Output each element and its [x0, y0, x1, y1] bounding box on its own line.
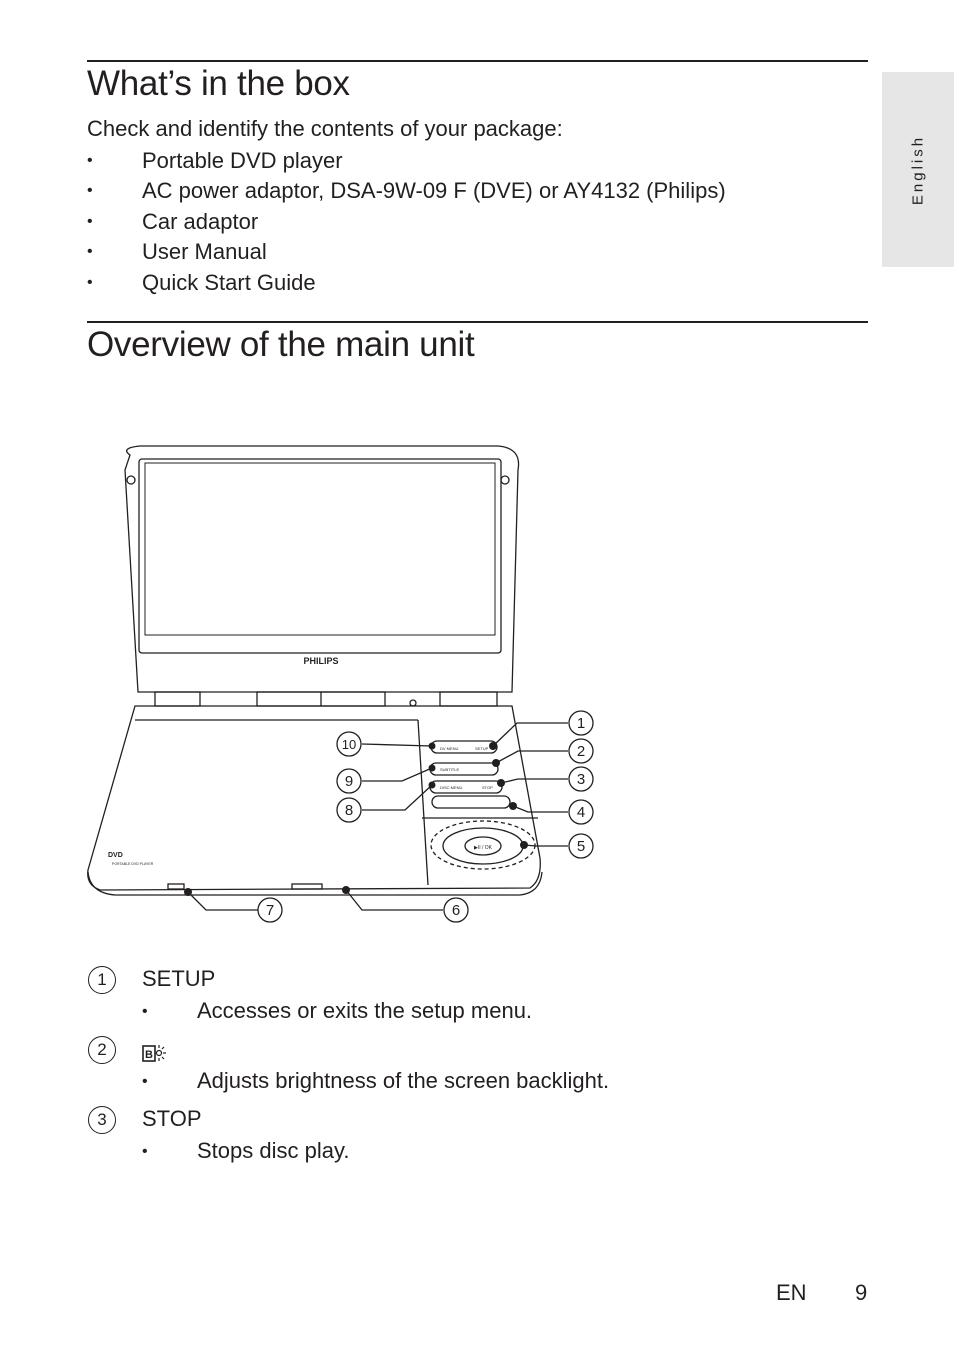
brightness-icon: B — [142, 1045, 166, 1062]
lid-outline — [124, 445, 520, 693]
callout-9: 9 — [345, 773, 353, 790]
list-item: •Car adaptor — [87, 208, 259, 234]
list-item: •User Manual — [87, 239, 267, 265]
base-outline — [87, 705, 541, 891]
screw-icon — [126, 475, 136, 485]
svg-text:DV MENU: DV MENU — [440, 746, 459, 751]
list-item: •Portable DVD player — [87, 148, 343, 173]
callout-3: 3 — [577, 771, 585, 788]
box-contents-list: •Portable DVD player •AC power adaptor, … — [87, 146, 726, 298]
callout-4: 4 — [577, 804, 585, 821]
callout-8: 8 — [345, 802, 353, 819]
svg-text:PORTABLE DVD PLAYER: PORTABLE DVD PLAYER — [112, 862, 154, 866]
svg-text:DISC MENU: DISC MENU — [440, 785, 463, 790]
callout-5: 5 — [577, 838, 585, 855]
item-title: STOP — [142, 1106, 202, 1131]
svg-text:SUBTITLE: SUBTITLE — [440, 767, 459, 772]
svg-text:▶II / OK: ▶II / OK — [474, 845, 493, 851]
nav-pad-ring — [430, 820, 536, 870]
section-title-box: What’s in the box — [87, 64, 350, 103]
item-desc: •Adjusts brightness of the screen backli… — [142, 1068, 610, 1093]
svg-text:SETUP: SETUP — [475, 746, 489, 751]
item-number: 2 — [88, 1036, 116, 1064]
section-title-overview: Overview of the main unit — [87, 325, 475, 364]
callout-10: 10 — [342, 737, 356, 752]
footer-lang: EN — [776, 1280, 807, 1305]
play-ok-button — [464, 836, 502, 856]
section-rule — [87, 321, 868, 323]
language-tab-label: English — [909, 134, 927, 205]
item-desc: •Accesses or exits the setup menu. — [142, 998, 533, 1023]
callout-6: 6 — [452, 902, 460, 919]
callout-2: 2 — [577, 743, 585, 760]
page-number: 9 — [855, 1280, 868, 1305]
section-rule — [87, 60, 868, 62]
callout-1: 1 — [577, 715, 585, 732]
list-item: •AC power adaptor, DSA-9W-09 F (DVE) or … — [87, 178, 726, 204]
callout-7: 7 — [266, 902, 274, 919]
skip-row-button — [431, 795, 511, 809]
screen — [144, 462, 496, 636]
box-intro: Check and identify the contents of your … — [87, 116, 563, 141]
list-item: •Quick Start Guide — [87, 269, 316, 295]
svg-text:STOP: STOP — [482, 785, 493, 790]
screen-frame — [138, 458, 502, 654]
svg-text:B: B — [145, 1049, 153, 1061]
screw-icon — [500, 475, 510, 485]
dvd-logo: DVD — [108, 852, 123, 859]
item-title: SETUP — [142, 966, 216, 991]
item-number: 3 — [88, 1106, 116, 1134]
item-number: 1 — [88, 966, 116, 994]
item-desc: •Stops disc play. — [142, 1138, 350, 1163]
dvd-player-diagram: PHILIPS DV MENU SETUP SUBTITLE DISC MENU… — [87, 445, 594, 923]
language-tab: English — [882, 72, 954, 267]
brand-logo: PHILIPS — [303, 656, 338, 666]
